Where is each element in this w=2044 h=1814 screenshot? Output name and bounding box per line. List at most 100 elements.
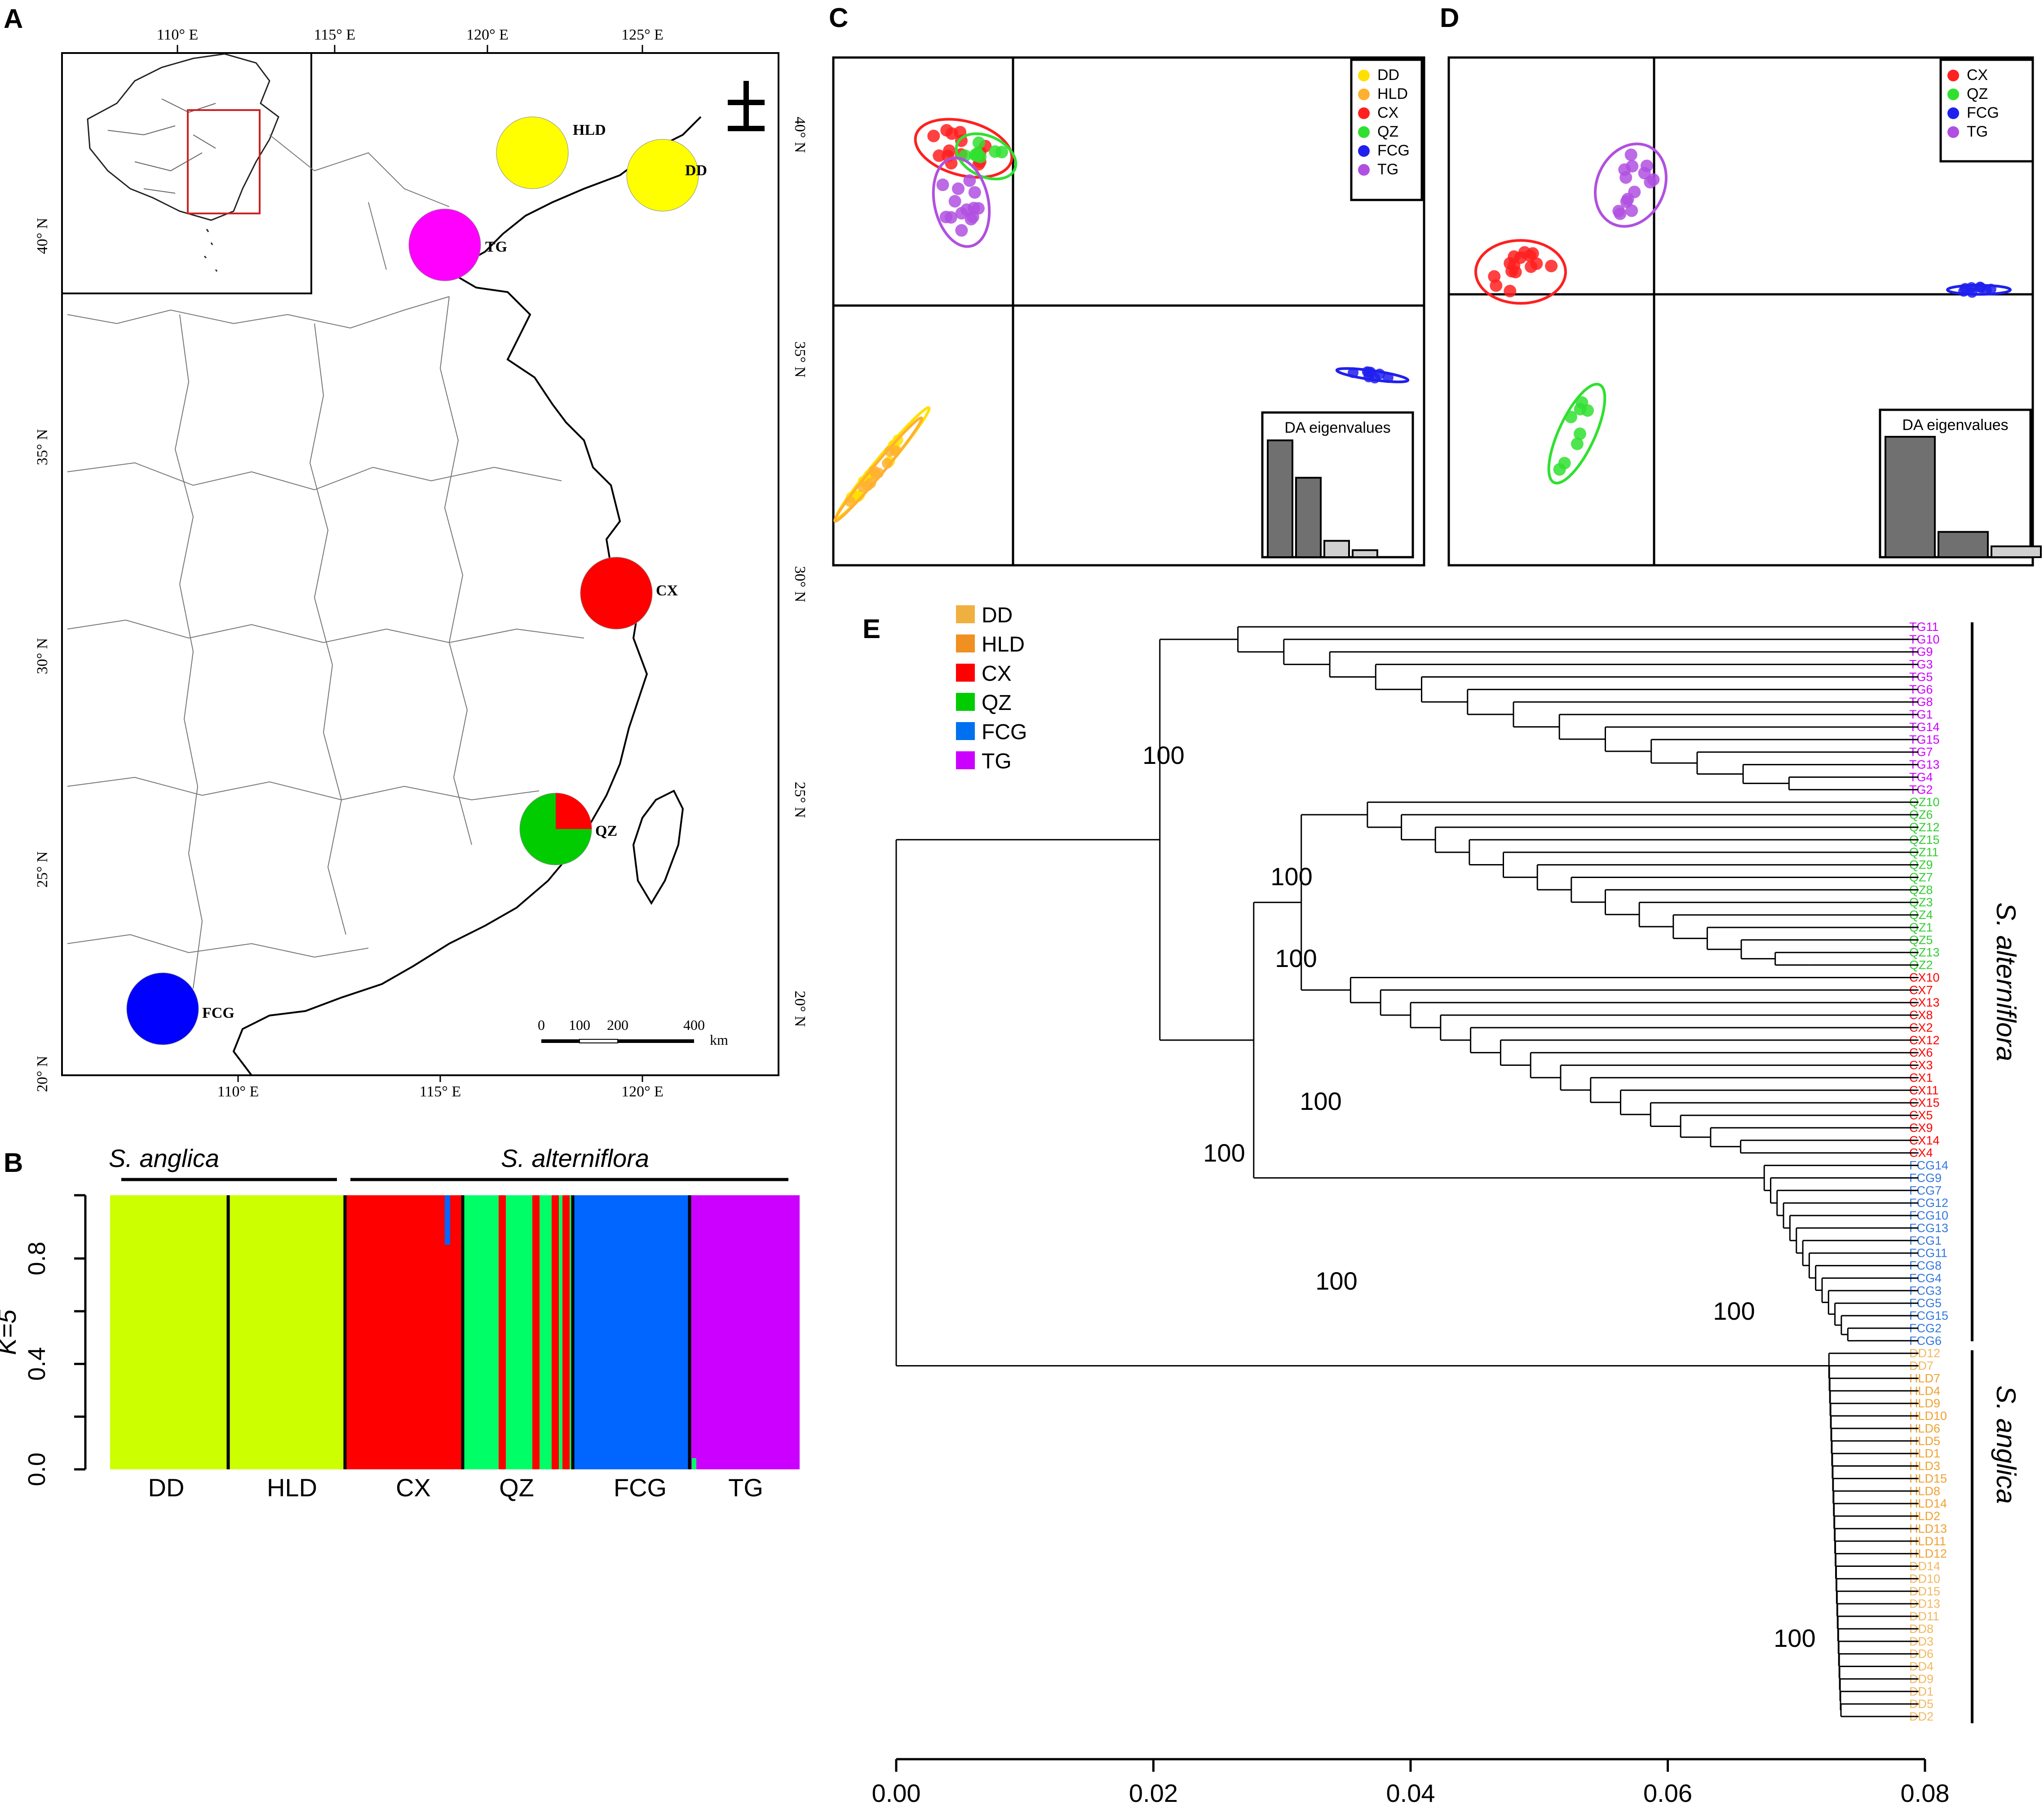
- dapc-ellipse-tg: [932, 156, 991, 248]
- lon-top-label: 120° E: [466, 27, 509, 43]
- dapc-point-qz: [1564, 411, 1577, 423]
- dapc-eigen-bar: [1352, 549, 1378, 559]
- dapc-legend-swatch-qz: [1358, 126, 1370, 138]
- dapc-ellipse-cx: [914, 118, 1013, 179]
- inset-china-outline: [87, 53, 279, 221]
- scale-tick-400: 400: [683, 1017, 705, 1033]
- lat-left-label: 35° N: [34, 429, 51, 466]
- dapc-legend-label-fcg: FCG: [1377, 142, 1410, 159]
- dapc-frame: [832, 56, 1425, 567]
- tree-legend-label-fcg: FCG: [982, 720, 1027, 744]
- dapc-point-tg: [1612, 204, 1625, 217]
- dapc-legend-label-cx: CX: [1967, 67, 1988, 84]
- lat-left-label: 25° N: [34, 852, 51, 888]
- dapc-point-cx: [1523, 249, 1536, 262]
- dapc-point-tg: [1638, 167, 1651, 180]
- dapc-point-tg: [1647, 173, 1660, 186]
- dapc-point-cx: [1488, 270, 1501, 283]
- scale-tick-100: 100: [569, 1017, 590, 1033]
- dapc-eigen-bar: [1295, 477, 1322, 558]
- tree-x-tick-label: 0.02: [1129, 1779, 1178, 1807]
- dapc-legend-label-dd: DD: [1377, 67, 1399, 84]
- dapc-legend-label-tg: TG: [1377, 161, 1398, 178]
- tree-bootstrap-label: 100: [1142, 741, 1184, 769]
- dapc-point-hld: [857, 481, 868, 492]
- clade-label-alterniflora: S. alterniflora: [1991, 902, 2021, 1061]
- dapc-point-tg: [1619, 171, 1633, 184]
- dapc-point-tg: [1625, 204, 1638, 217]
- dapc-eigen-bar: [1323, 540, 1350, 558]
- site-pie-tg: [408, 208, 481, 281]
- tree-legend-label-tg: TG: [982, 750, 1012, 773]
- dapc-point-qz: [995, 146, 1009, 159]
- dapc-point-cx: [927, 129, 940, 142]
- panel-label-a: A: [4, 4, 23, 34]
- group-label-anglica: S. anglica: [109, 1144, 219, 1172]
- dapc-point-tg: [963, 174, 976, 187]
- dapc-point-qz: [969, 148, 982, 161]
- scale-bar: 0 100 200 400 km: [538, 1017, 728, 1048]
- lon-top-label: 110° E: [157, 27, 199, 43]
- dapc-point-tg: [955, 224, 968, 237]
- structure-pop-label-fcg: FCG: [614, 1473, 667, 1502]
- dapc-point-hld: [881, 458, 893, 469]
- qz-admixture-stripe: [532, 1195, 540, 1469]
- dapc-point-hld: [873, 467, 884, 479]
- lon-bottom-label: 110° E: [217, 1083, 259, 1100]
- dapc-point-fcg: [1369, 373, 1380, 384]
- lon-top-label: 125° E: [621, 27, 664, 43]
- site-label-qz: QZ: [595, 823, 617, 839]
- lat-right-label: 30° N: [792, 566, 808, 603]
- site-pie-fcg: [126, 972, 199, 1045]
- panel-label-d: D: [1440, 3, 1459, 33]
- site-label-fcg: FCG: [202, 1005, 234, 1021]
- tree-legend-swatch-cx: [956, 664, 975, 682]
- tg-admixture-stripe: [692, 1458, 696, 1469]
- dapc-point-qz: [972, 136, 985, 149]
- site-label-cx: CX: [656, 582, 678, 599]
- site-pie-hld: [496, 116, 569, 189]
- dapc-legend-swatch-qz: [1947, 89, 1959, 100]
- tree-legend-label-cx: CX: [982, 662, 1012, 686]
- inset-islands: [204, 229, 218, 272]
- scale-unit: km: [710, 1032, 728, 1048]
- dapc-point-hld: [889, 445, 901, 457]
- site-pie-dd: [626, 139, 699, 212]
- dapc-point-qz: [1558, 457, 1571, 470]
- lat-left-label: 20° N: [34, 1056, 51, 1092]
- panel-label-e: E: [863, 614, 880, 644]
- structure-y-tick-label: 0.4: [23, 1347, 50, 1381]
- dapc-point-cx: [1545, 260, 1558, 272]
- qz-admixture-stripe: [499, 1195, 506, 1469]
- dapc-point-qz: [1574, 427, 1586, 440]
- scale-tick-200: 200: [607, 1017, 628, 1033]
- tree-bootstrap-label: 100: [1774, 1624, 1815, 1652]
- dapc-legend-label-hld: HLD: [1377, 85, 1408, 102]
- tree-legend-swatch-tg: [956, 751, 975, 769]
- lon-bottom-label: 120° E: [621, 1083, 664, 1100]
- dapc-point-hld: [865, 478, 876, 488]
- dapc-point-tg: [948, 195, 961, 208]
- dapc-legend-label-cx: CX: [1377, 104, 1398, 121]
- tree-bootstrap-label: 100: [1203, 1139, 1245, 1167]
- site-pie-cx: [580, 557, 653, 630]
- taiwan-outline: [632, 789, 684, 905]
- dapc-legend-label-fcg: FCG: [1967, 104, 1999, 121]
- dapc-point-qz: [1575, 396, 1588, 409]
- dapc-point-tg: [1626, 160, 1639, 173]
- lat-right-label: 25° N: [792, 782, 808, 818]
- dapc-legend-swatch-tg: [1358, 164, 1370, 176]
- tree-x-tick-label: 0.08: [1901, 1779, 1950, 1807]
- province-borders: [67, 134, 584, 989]
- tree-bootstrap-label: 100: [1275, 944, 1317, 972]
- lat-right-label: 40° N: [792, 117, 808, 153]
- tree-bootstrap-label: 100: [1300, 1087, 1341, 1115]
- dapc-legend-swatch-hld: [1358, 89, 1370, 100]
- structure-pop-label-tg: TG: [728, 1473, 763, 1502]
- dapc-point-cx: [1505, 265, 1518, 278]
- lon-top-label: 115° E: [314, 27, 356, 43]
